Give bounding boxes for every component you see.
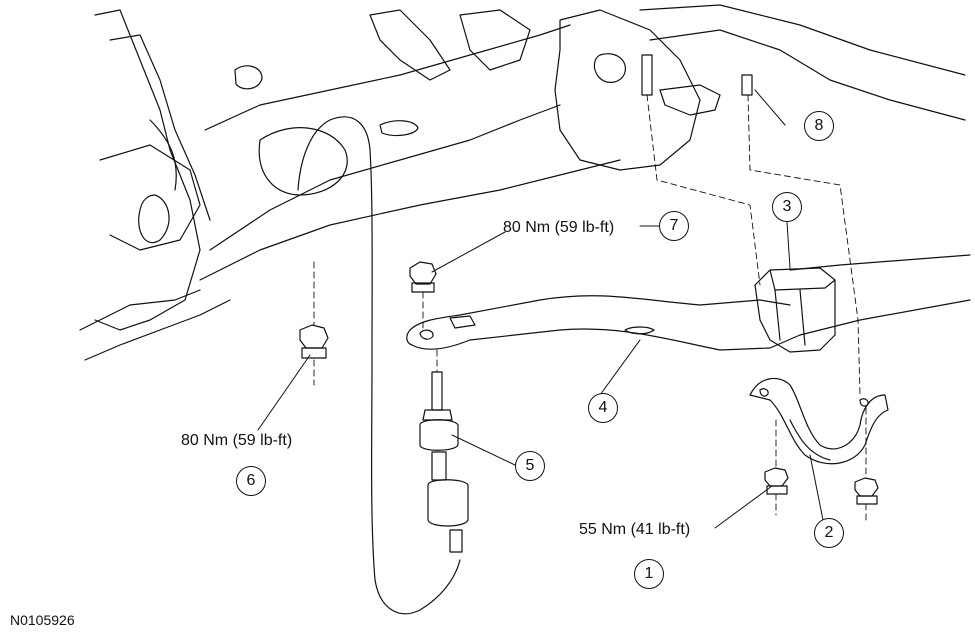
studs-item-8 xyxy=(641,54,753,96)
torque-label-item-7: 80 Nm (59 lb-ft) xyxy=(503,219,615,236)
frame-crossmember xyxy=(79,4,966,361)
wire-harness-loop xyxy=(297,116,461,615)
stabilizer-bar xyxy=(406,254,971,351)
nut-item-1-left xyxy=(764,467,789,495)
alignment-centerlines xyxy=(313,94,867,521)
stabilizer-bar-bushing xyxy=(754,267,836,353)
torque-label-item-6: 80 Nm (59 lb-ft) xyxy=(181,432,293,449)
callout-3: 3 xyxy=(772,192,802,222)
nut-item-7 xyxy=(409,261,437,293)
stabilizer-bar-link xyxy=(419,371,469,553)
callout-6: 6 xyxy=(236,466,266,496)
leader-lines xyxy=(257,89,824,529)
callout-1: 1 xyxy=(634,559,664,589)
callout-4: 4 xyxy=(588,393,618,423)
nut-item-1-right xyxy=(854,477,879,505)
figure-id: N0105926 xyxy=(10,612,75,628)
torque-label-item-1: 55 Nm (41 lb-ft) xyxy=(579,521,691,538)
callout-8: 8 xyxy=(804,111,834,141)
callout-2: 2 xyxy=(814,518,844,548)
bushing-bracket xyxy=(749,377,889,465)
nut-item-6 xyxy=(299,324,329,359)
callout-5: 5 xyxy=(515,451,545,481)
callout-7: 7 xyxy=(659,211,689,241)
